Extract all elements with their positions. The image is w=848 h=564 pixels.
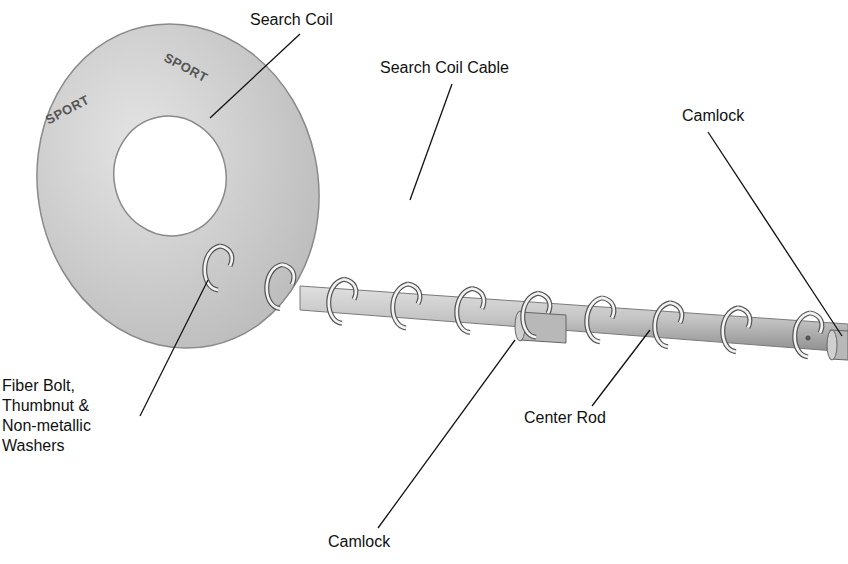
cable-loop xyxy=(329,279,356,323)
leader-line xyxy=(708,132,842,336)
cable-loop xyxy=(457,289,484,333)
leader-line xyxy=(592,330,650,406)
cable-loop xyxy=(205,246,232,290)
cable-loop xyxy=(267,265,294,309)
part-label: Fiber Bolt, Thumbnut & Non-metallic Wash… xyxy=(2,376,114,456)
search-coil xyxy=(7,0,349,375)
part-label: Search Coil xyxy=(250,10,333,30)
cable-loop xyxy=(457,289,484,333)
leader-line xyxy=(378,340,515,528)
part-label: Camlock xyxy=(682,106,744,126)
cable-loop xyxy=(587,298,614,342)
cable-loop xyxy=(723,308,750,352)
cable-loop xyxy=(795,313,822,357)
cable-loop xyxy=(655,303,682,347)
part-label: Search Coil Cable xyxy=(380,58,509,78)
search-coil-cable xyxy=(205,246,822,357)
cable-loop xyxy=(523,293,550,337)
camlock-symbol xyxy=(827,330,848,360)
cable-loop xyxy=(329,279,356,323)
cable-loop xyxy=(393,284,420,328)
leader-line xyxy=(210,34,300,118)
leader-lines xyxy=(140,34,842,528)
part-label: Center Rod xyxy=(524,408,606,428)
cable-loop xyxy=(587,298,614,342)
cable-loop xyxy=(267,265,294,309)
cable-loop xyxy=(205,246,232,290)
leader-line xyxy=(410,84,452,200)
leader-line xyxy=(140,280,208,416)
cable-loop xyxy=(523,293,550,337)
center-rod xyxy=(300,286,848,352)
cable-loop xyxy=(795,313,822,357)
cable-loop xyxy=(655,303,682,347)
part-label: Camlock xyxy=(328,532,390,552)
cable-loop xyxy=(393,284,420,328)
cable-loop xyxy=(723,308,750,352)
